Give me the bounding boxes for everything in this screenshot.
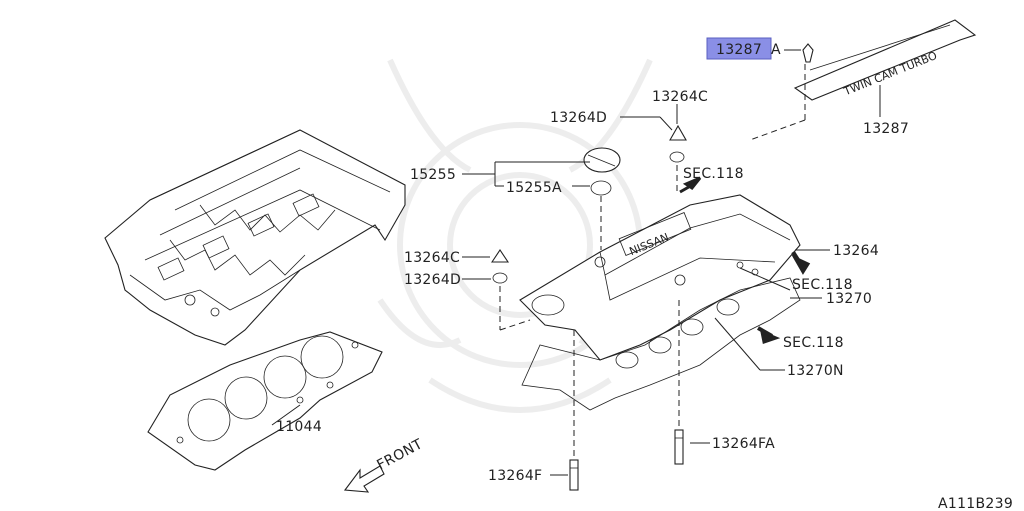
rocker-cover[interactable]: NISSAN bbox=[519, 194, 801, 361]
leader-lines bbox=[462, 49, 881, 476]
callout-13287[interactable]: 13287 bbox=[863, 121, 909, 137]
highlight-box bbox=[706, 37, 772, 60]
callout-sec118-b[interactable]: SEC.118 bbox=[792, 277, 853, 293]
callout-13264fa[interactable]: 13264FA bbox=[712, 436, 775, 452]
grommet-cap-top[interactable] bbox=[669, 124, 687, 141]
leader-11044 bbox=[271, 404, 301, 426]
callout-13264c-mid[interactable]: 13264C bbox=[404, 250, 460, 266]
callout-15255[interactable]: 15255 bbox=[410, 167, 456, 183]
callout-suffix-a: A bbox=[771, 42, 781, 58]
callout-11044[interactable]: 11044 bbox=[276, 419, 322, 435]
watermark-emblem bbox=[377, 58, 663, 413]
callout-13264f[interactable]: 13264F bbox=[488, 468, 542, 484]
figure-code: A111B239 bbox=[938, 496, 1013, 511]
bolt-13287a[interactable] bbox=[802, 43, 814, 63]
arrow-shaft-icon bbox=[791, 250, 804, 268]
grommet-cap-mid[interactable] bbox=[490, 249, 510, 263]
head-gasket[interactable] bbox=[147, 331, 383, 471]
washer-mid[interactable] bbox=[492, 272, 508, 284]
callout-13287-highlighted[interactable]: 13287 bbox=[716, 42, 762, 58]
cylinder-head[interactable] bbox=[104, 129, 406, 346]
plug-tube-seals[interactable] bbox=[615, 298, 740, 369]
callout-13264[interactable]: 13264 bbox=[833, 243, 879, 259]
callout-15255a[interactable]: 15255A bbox=[506, 180, 562, 196]
oil-filler-cap[interactable] bbox=[583, 147, 621, 173]
callout-13264d-mid[interactable]: 13264D bbox=[404, 272, 461, 288]
oil-filler-seal[interactable] bbox=[590, 180, 612, 196]
engine-cover-plate[interactable]: TWIN CAM TURBO bbox=[793, 19, 977, 101]
arrow-icon bbox=[679, 176, 702, 194]
callout-13270[interactable]: 13270 bbox=[826, 291, 872, 307]
front-arrow-icon bbox=[343, 465, 385, 493]
callout-sec118-c[interactable]: SEC.118 bbox=[783, 335, 844, 351]
arrow-shaft-icon bbox=[757, 326, 773, 338]
callout-13270n[interactable]: 13270N bbox=[787, 363, 844, 379]
bolt-13264fa[interactable] bbox=[674, 429, 684, 465]
washer-top[interactable] bbox=[669, 151, 685, 163]
front-label: FRONT bbox=[374, 436, 425, 473]
callout-13264c-top[interactable]: 13264C bbox=[652, 89, 708, 105]
callout-sec118-a[interactable]: SEC.118 bbox=[683, 166, 744, 182]
bolt-13264f[interactable] bbox=[569, 459, 579, 491]
assembly-lines bbox=[499, 64, 806, 460]
callout-13264d-top[interactable]: 13264D bbox=[550, 110, 607, 126]
